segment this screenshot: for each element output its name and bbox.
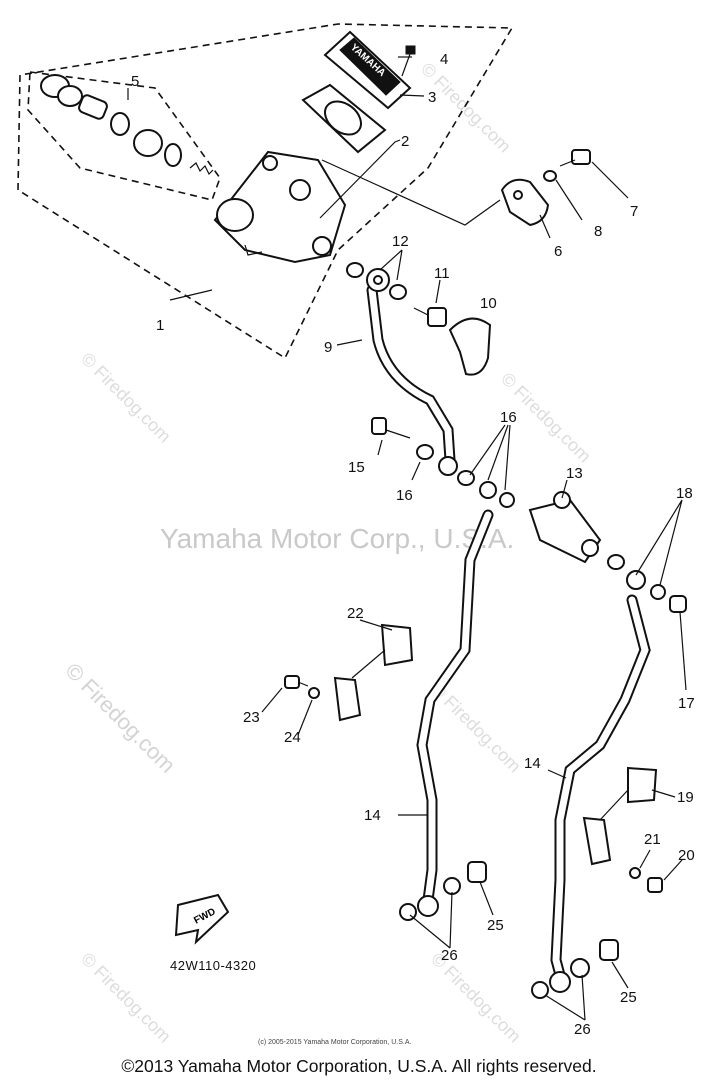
- master-cylinder-assembly-outline: [17, 23, 514, 360]
- callout-1: 1: [156, 317, 164, 334]
- callout-16-lower: 16: [396, 487, 413, 504]
- callout-17: 17: [678, 695, 695, 712]
- union-bolt-15: [371, 417, 411, 439]
- reservoir-diaphragm: [301, 83, 387, 154]
- copyright-footer: ©2013 Yamaha Motor Corporation, U.S.A. A…: [121, 1056, 597, 1076]
- callout-15: 15: [348, 459, 365, 476]
- holder-bolt: [543, 149, 591, 182]
- watermark-center: Yamaha Motor Corp., U.S.A.: [160, 523, 514, 554]
- cap-screw: [401, 45, 416, 77]
- hose-clamp-left: [284, 623, 414, 722]
- callout-25-right: 25: [620, 989, 637, 1006]
- callout-12: 12: [392, 233, 409, 250]
- union-bolt-and-cover: [413, 307, 492, 376]
- brake-hose-upper: [366, 268, 458, 476]
- watermark-diagonal-3: © Firedog.com: [417, 59, 515, 157]
- piston-kit-outline: [27, 71, 221, 201]
- callout-20: 20: [678, 847, 695, 864]
- caliper-bolt-right: [531, 939, 619, 999]
- callout-14-left: 14: [364, 807, 381, 824]
- callout-5: 5: [131, 73, 139, 90]
- callout-11: 11: [434, 265, 450, 282]
- callout-6: 6: [554, 243, 562, 260]
- callout-22: 22: [347, 605, 364, 622]
- callout-13: 13: [566, 465, 583, 482]
- callout-4: 4: [440, 51, 448, 68]
- callout-24: 24: [284, 729, 301, 746]
- callout-26-right: 26: [574, 1021, 591, 1038]
- callout-14-right: 14: [524, 755, 541, 772]
- callout-3: 3: [428, 89, 436, 106]
- caliper-bolt-left: [399, 861, 487, 921]
- callout-25-left: 25: [487, 917, 504, 934]
- watermark-diagonal-2: © Firedog.com: [77, 349, 175, 447]
- callout-10: 10: [480, 295, 497, 312]
- callout-16-upper: 16: [500, 409, 517, 426]
- master-cylinder-holder: [500, 178, 550, 227]
- fwd-arrow-icon: FWD: [174, 893, 230, 945]
- brake-hose-left: [416, 509, 494, 917]
- watermark-diagonal-1: © Firedog.com: [60, 658, 180, 778]
- watermark-diagonal-4: © Firedog.com: [427, 679, 525, 777]
- callout-8: 8: [594, 223, 602, 240]
- callout-2: 2: [401, 133, 409, 150]
- small-credit: (c) 2005-2015 Yamaha Motor Corporation, …: [258, 1039, 411, 1046]
- piston-kit: [40, 74, 214, 176]
- brake-hose-joint: [528, 491, 602, 564]
- callout-7: 7: [630, 203, 638, 220]
- callout-26-left: 26: [441, 947, 458, 964]
- joint-washers-bolt: [607, 554, 687, 613]
- callout-19: 19: [677, 789, 694, 806]
- hose-clamp-right: [582, 766, 663, 893]
- callout-9: 9: [324, 339, 332, 356]
- leader-lines: [127, 56, 687, 1021]
- callout-23: 23: [243, 709, 260, 726]
- callout-numbers: 1 2 3 4 5 6 7 8 9 10 11 12 13 14 14 15 1…: [131, 51, 695, 1038]
- callout-21: 21: [644, 831, 661, 848]
- callout-18: 18: [676, 485, 693, 502]
- brake-hose-right: [549, 594, 651, 993]
- watermark-diagonal-5: © Firedog.com: [77, 949, 175, 1047]
- master-cylinder-body: [213, 150, 347, 264]
- copper-washers: [346, 262, 515, 508]
- diagram-code: 42W110-4320: [170, 958, 256, 973]
